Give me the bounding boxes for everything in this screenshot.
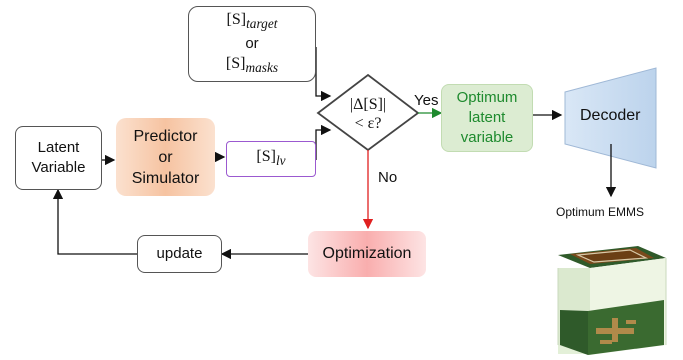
target-sub: target [246, 16, 278, 31]
predictor-line1: Predictor [133, 127, 198, 145]
latent-variable-box: Latent Variable [15, 126, 102, 190]
optimum-latent-box: Optimum latent variable [441, 84, 533, 152]
decoder-label: Decoder [580, 107, 641, 124]
target-base: [S] [226, 10, 247, 28]
optimization-label: Optimization [322, 245, 412, 262]
arrow-target-to-decision [315, 47, 332, 102]
latent-line1: Latent [37, 139, 80, 156]
optimum-line3: variable [460, 129, 514, 146]
decision-line2: < ε? [354, 115, 382, 132]
latent-line2: Variable [31, 159, 86, 176]
emms-label: Optimum EMMS [556, 205, 645, 219]
masks-base: [S] [225, 55, 246, 72]
target-or: or [245, 35, 259, 52]
s-lv-sub: lv [275, 153, 286, 169]
arrow-to-latent [52, 188, 137, 255]
arrow-slv-to-decision [315, 124, 332, 160]
no-label: No [378, 169, 398, 186]
masks-sub: masks [245, 60, 279, 76]
predictor-line3: Simulator [131, 169, 200, 187]
update-box: update [137, 235, 222, 273]
update-label: update [156, 245, 203, 262]
s-lv-box: [S]lv [226, 141, 316, 177]
s-lv-base: [S] [256, 147, 276, 165]
predictor-line2: or [158, 148, 173, 166]
optimization-box: Optimization [308, 231, 426, 277]
decision-line1: |Δ[S]| [349, 96, 387, 113]
yes-label: Yes [414, 92, 439, 109]
decision-text: |Δ[S]| < ε? [336, 92, 400, 136]
decoder-shape [564, 67, 657, 169]
optimum-line2: latent [468, 109, 506, 126]
optimum-line1: Optimum [456, 89, 518, 106]
emms-structure-image [557, 246, 667, 355]
target-box: [S]target or [S]masks [188, 6, 316, 82]
predictor-box: Predictor or Simulator [116, 118, 215, 196]
